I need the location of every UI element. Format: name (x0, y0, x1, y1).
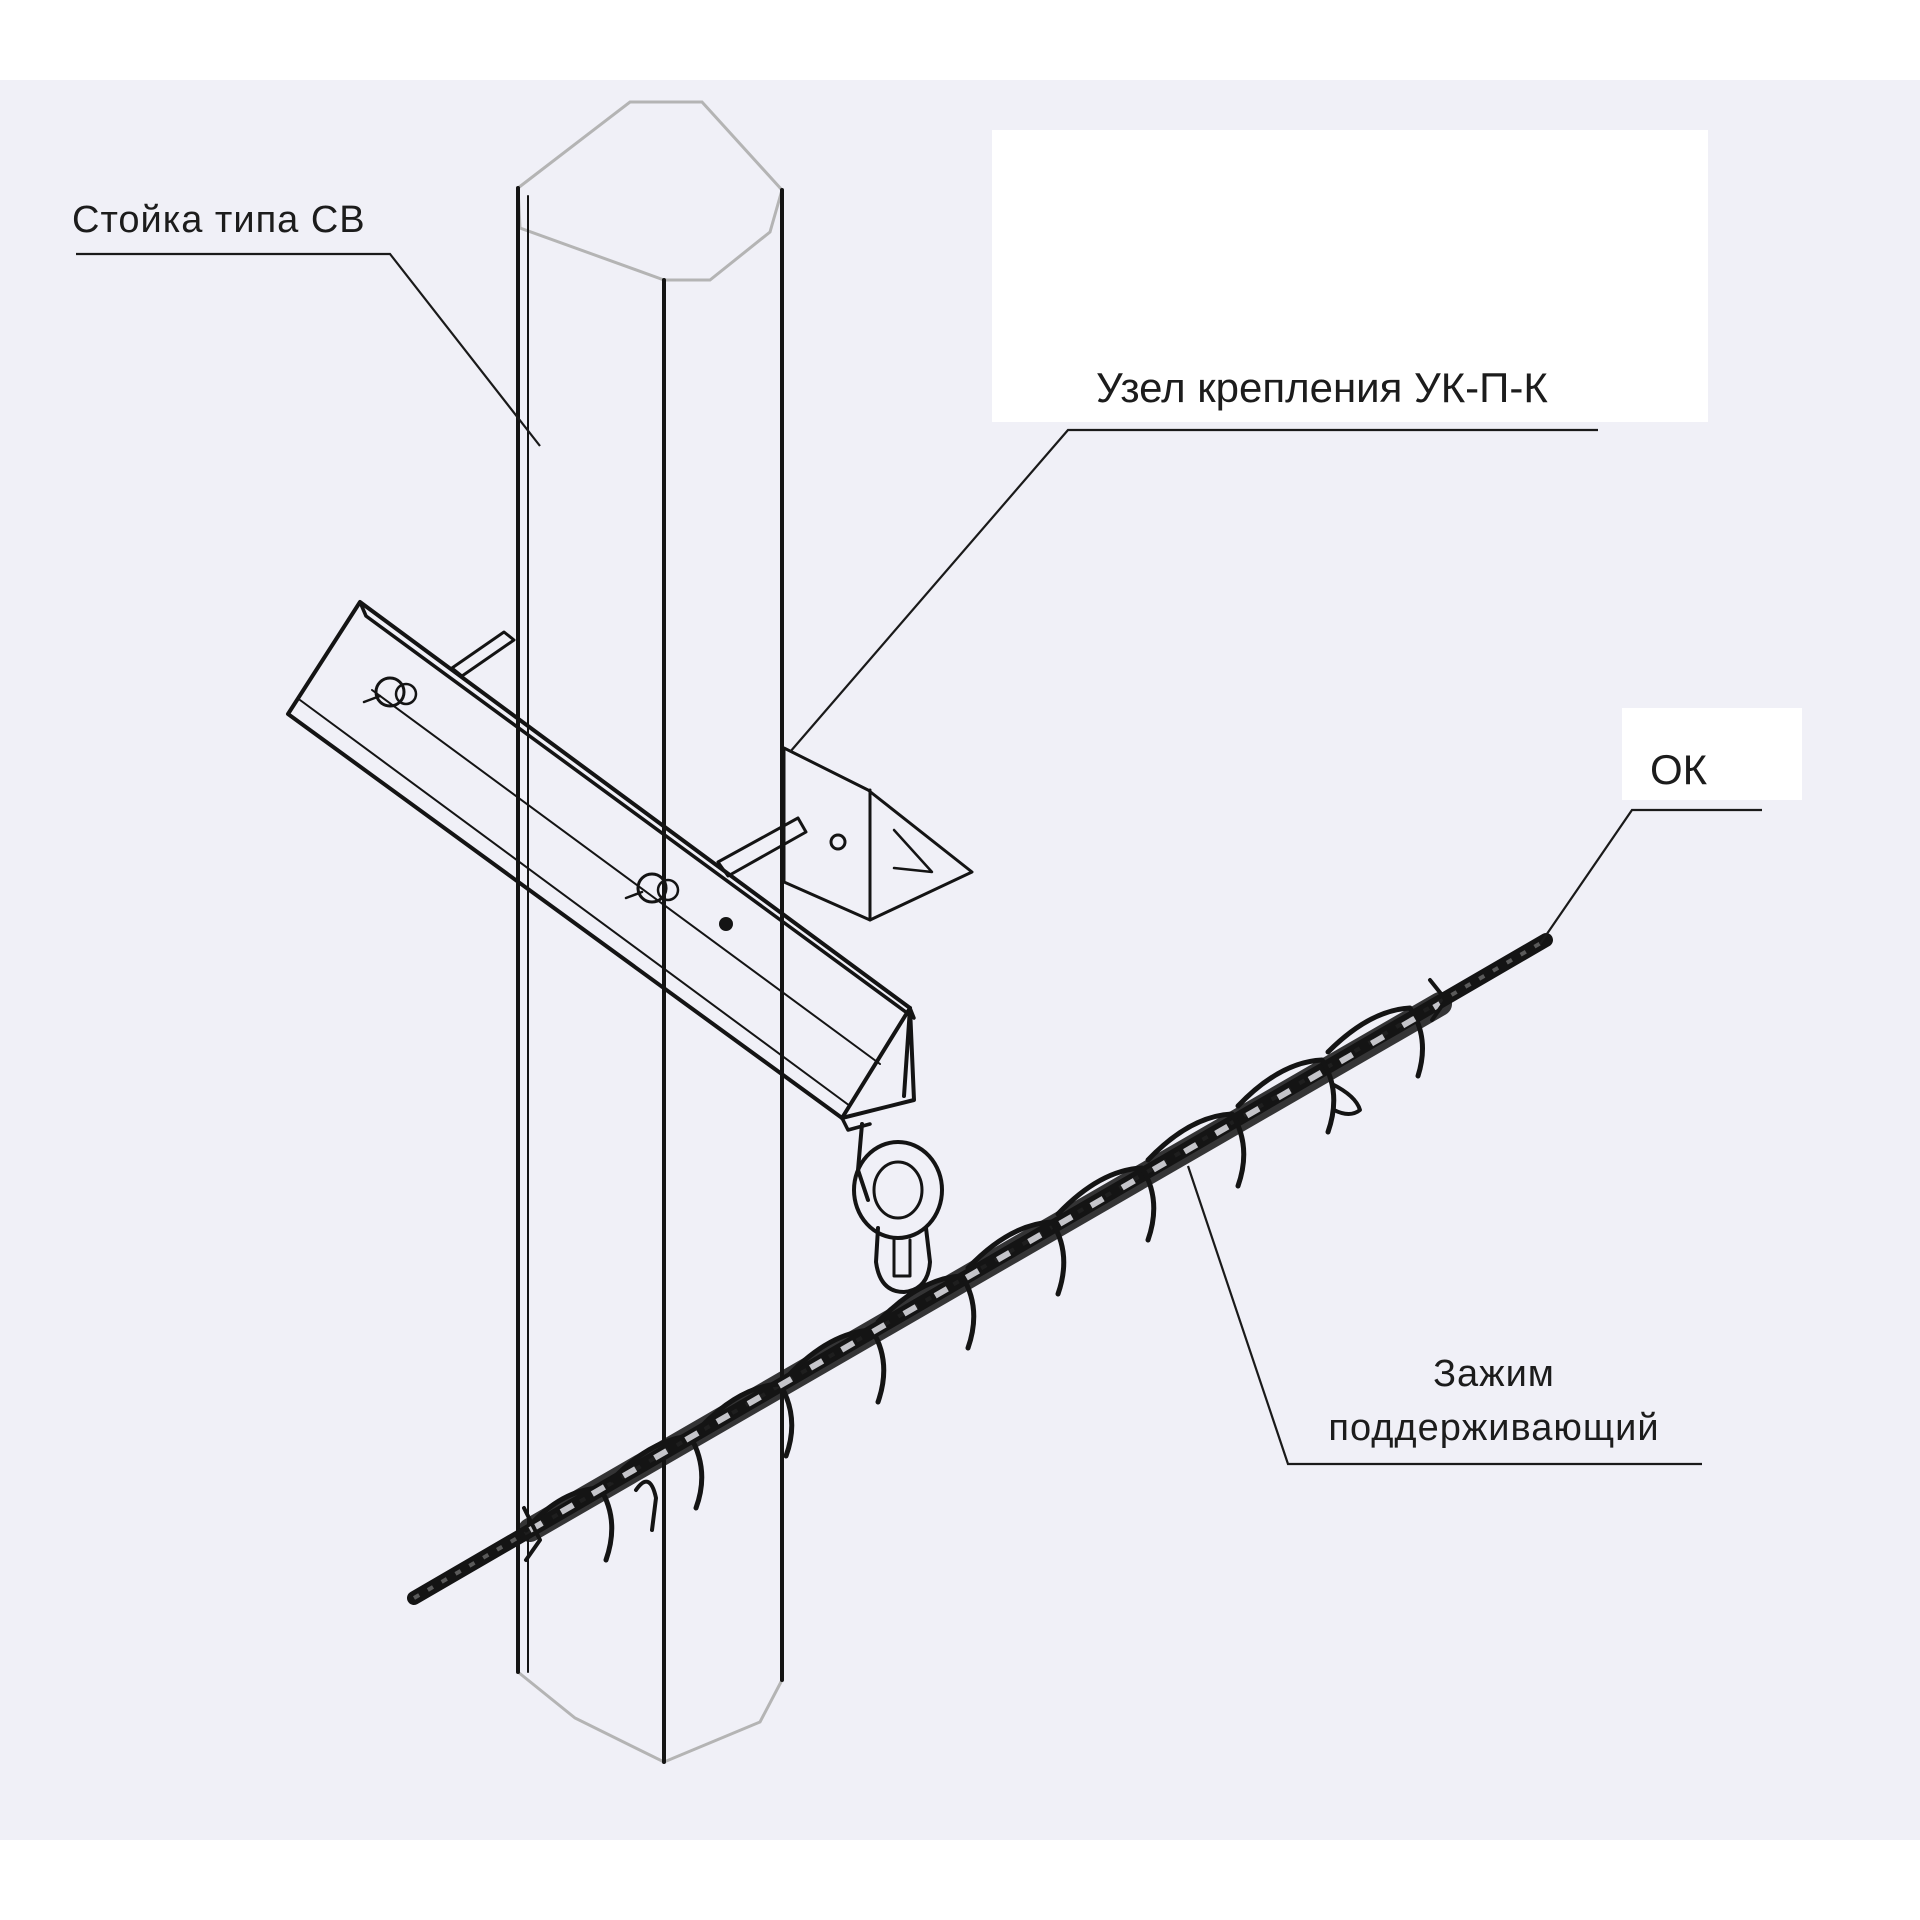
leader-clamp (1186, 1165, 1702, 1466)
bolt-upper (362, 676, 418, 708)
post-top-cap (516, 100, 784, 282)
label-clamp-line1: Зажим (1433, 1353, 1555, 1395)
leader-lines (76, 252, 1762, 1466)
mounting-bracket (286, 600, 974, 1294)
leader-cable (1539, 808, 1762, 945)
cable-label-box (1622, 708, 1802, 800)
bracket-gusset (782, 746, 974, 922)
mount-label-box (992, 130, 1708, 422)
support-clamp (518, 978, 1452, 1563)
concrete-post (516, 100, 784, 1764)
label-cable: ОК (1650, 746, 1708, 793)
label-mount: Узел крепления УК-П-К (1096, 364, 1548, 411)
label-clamp-line2: поддерживающий (1328, 1407, 1659, 1449)
label-post: Стойка типа СВ (72, 199, 366, 241)
bolt-lower (624, 872, 680, 904)
leader-post (76, 252, 541, 447)
shackle (852, 1122, 944, 1294)
leader-mount (789, 428, 1598, 753)
